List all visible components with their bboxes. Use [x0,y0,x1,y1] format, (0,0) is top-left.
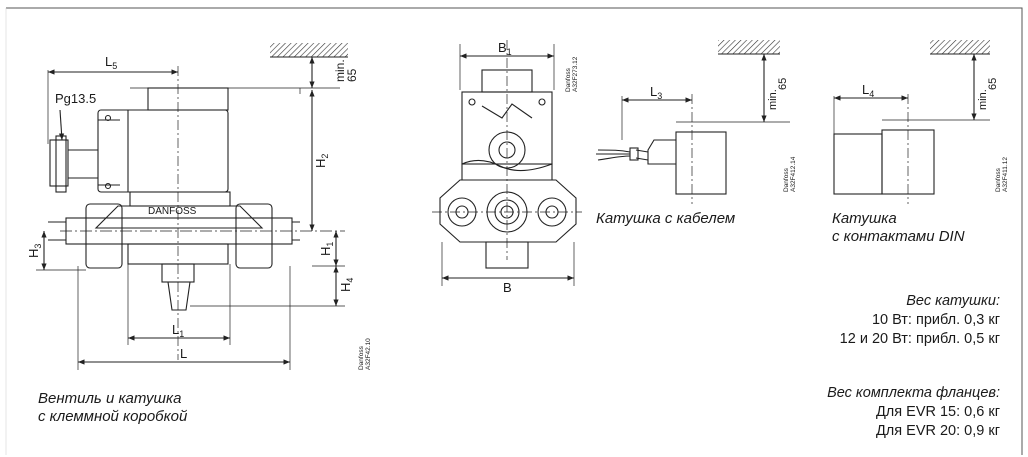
coil-weight-block: Вес катушки: 10 Вт: прибл. 0,3 кг 12 и 2… [840,292,1000,349]
frame-border [6,7,1023,455]
svg-text:min.: min. [333,59,347,82]
svg-text:Danfoss: Danfoss [565,67,572,92]
valve-caption: Вентиль и катушка с клеммной коробкой [38,390,187,426]
svg-text:A32F411.12: A32F411.12 [1002,157,1009,192]
din-labels: L4 min. 65 Danfoss A32F411.12 [862,78,1009,192]
flange-weight-heading: Вес комплекта фланцев: [827,385,1000,401]
ceiling-hatch-cable [718,40,780,54]
svg-text:L3: L3 [650,84,662,101]
svg-text:H2: H2 [313,154,330,168]
valve-labels: Pg13.5 L5 min. 65 H2 H3 H1 H4 L1 L DANFO… [26,54,372,370]
cable-labels: L3 min. 65 Danfoss A32F412.14 [650,78,797,192]
svg-text:min.: min. [977,89,989,110]
din-coil-view [833,40,990,204]
svg-text:B: B [503,280,512,295]
coil-weight-line2: 12 и 20 Вт: прибл. 0,5 кг [839,331,1000,347]
valve-caption-line2: с клеммной коробкой [38,408,188,425]
coil-weight-heading: Вес катушки: [906,293,1000,309]
cable-coil-view [596,40,790,204]
flange-labels: B1 B Danfoss A32F273.12 [498,40,579,295]
flange-view [432,40,582,286]
valve-view [36,43,348,370]
svg-text:L: L [180,346,187,361]
flange-weight-line1: Для EVR 15: 0,6 кг [875,404,1000,420]
ceiling-hatch [270,43,348,57]
svg-text:65: 65 [345,68,359,82]
svg-text:H3: H3 [26,244,43,258]
din-caption-line1: Катушка [832,210,897,227]
din-caption-line2: с контактами DIN [832,228,965,245]
svg-text:L5: L5 [105,54,117,71]
flange-weight-line2: Для EVR 20: 0,9 кг [875,423,1000,439]
svg-text:65: 65 [777,78,789,90]
din-caption: Катушка с контактами DIN [832,210,965,246]
pg-label: Pg13.5 [55,91,96,106]
cable-caption: Катушка с кабелем [596,210,736,227]
svg-text:min.: min. [767,89,779,110]
svg-text:Danfoss: Danfoss [783,167,790,192]
svg-text:A32F273.12: A32F273.12 [572,56,579,92]
svg-text:Danfoss: Danfoss [995,167,1002,192]
svg-text:L1: L1 [172,322,184,339]
svg-text:A32F412.14: A32F412.14 [790,156,797,192]
svg-text:Danfoss: Danfoss [358,345,365,370]
svg-text:B1: B1 [498,40,512,57]
coil-weight-line1: 10 Вт: прибл. 0,3 кг [871,312,1000,328]
svg-text:A32F42.10: A32F42.10 [365,338,372,370]
valve-caption-line1: Вентиль и катушка [38,390,182,407]
valve-brand: DANFOSS [148,206,197,217]
svg-text:H1: H1 [318,242,335,256]
svg-text:H4: H4 [338,278,355,292]
svg-text:65: 65 [987,78,999,90]
ceiling-hatch-din [930,40,990,54]
svg-text:L4: L4 [862,82,874,99]
flange-weight-block: Вес комплекта фланцев: Для EVR 15: 0,6 к… [827,384,1000,441]
